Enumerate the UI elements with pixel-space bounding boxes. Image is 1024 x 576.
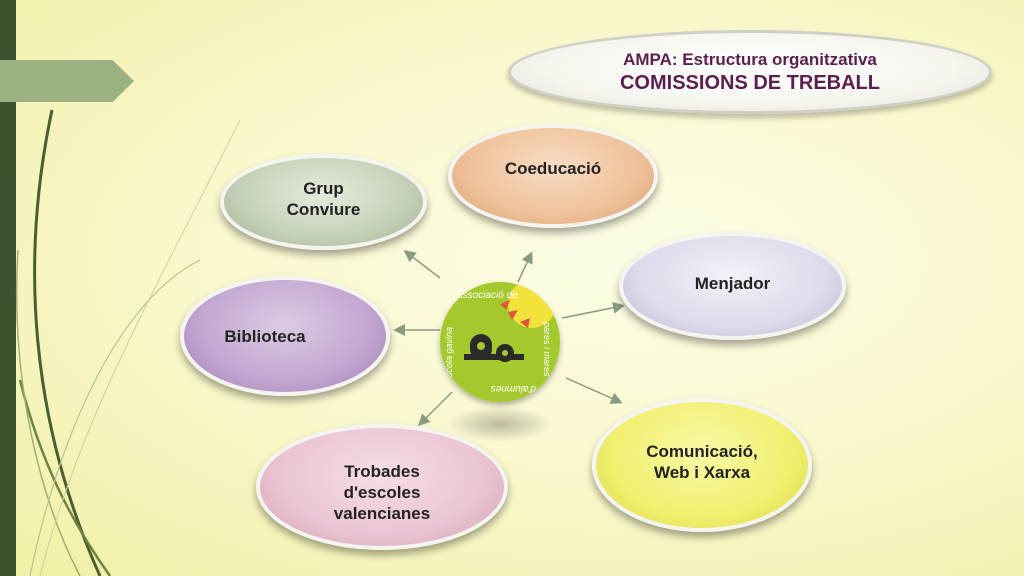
node-comunicacio-label: Comunicació, Web i Xarxa [646,442,758,482]
title-banner: AMPA: Estructura organitzativa COMISSION… [508,30,992,114]
arrow-to-trobades [417,391,453,427]
ampa-logo-graphic: Associació de pares i mares escola gavin… [440,282,560,402]
logo-ring-right: pares i mares [542,321,552,377]
node-trobades: Trobades d'escoles valencianes [256,424,508,550]
title-line-2: COMISSIONS DE TREBALL [619,72,880,94]
logo-shadow [446,406,554,442]
node-menjador-label: Menjador [694,273,771,293]
left-accent-bar [0,0,16,576]
node-biblioteca: Biblioteca [180,276,390,396]
node-menjador: Menjador [619,232,846,340]
node-coeducacio-label: Coeducació [504,158,602,178]
node-biblioteca-label: Biblioteca [224,326,306,346]
ampa-logo: Associació de pares i mares escola gavin… [440,282,560,402]
logo-ring-top: Associació de [455,290,518,301]
arrow-to-menjador [561,301,625,319]
logo-ring-bottom: d'alumnes [491,383,536,394]
tab-arrow-decoration [0,60,134,102]
title-line-1: AMPA: Estructura organitzativa [623,50,877,69]
arrow-to-grup [403,250,441,279]
arrow-to-comunicacio [565,377,623,404]
node-grup-conviure: Grup Conviure [220,154,427,250]
node-trobades-label: Trobades d'escoles valencianes [333,461,431,523]
arrow-to-coeducacio [517,251,533,283]
node-grup-conviure-label: Grup Conviure [286,179,361,219]
node-comunicacio: Comunicació, Web i Xarxa [592,398,812,532]
node-coeducacio: Coeducació [448,124,658,228]
logo-ring-left: escola gavina [444,327,454,382]
